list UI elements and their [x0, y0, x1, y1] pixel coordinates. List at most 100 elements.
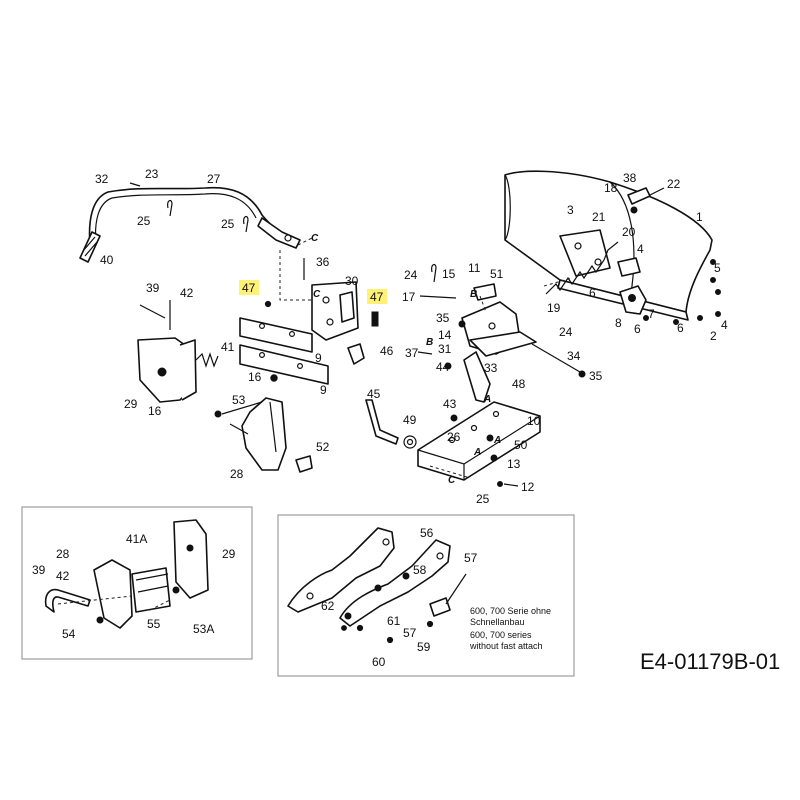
callout-60: 60 — [372, 655, 386, 669]
callout-4: 4 — [721, 318, 728, 332]
callout-47: 47 — [242, 281, 256, 295]
inset-note-line-3: 600, 700 series — [470, 630, 532, 640]
callout-28: 28 — [230, 467, 244, 481]
callout-9: 9 — [320, 383, 327, 397]
callout-43: 43 — [443, 397, 457, 411]
callout-39: 39 — [32, 563, 46, 577]
callout-2: 2 — [710, 329, 717, 343]
callout-39: 39 — [146, 281, 160, 295]
callout-56: 56 — [420, 526, 434, 540]
callout-23: 23 — [145, 167, 159, 181]
callout-41A: 41A — [126, 532, 147, 546]
callout-25: 25 — [221, 217, 235, 231]
inset-left-parts — [44, 519, 209, 629]
callout-36: 36 — [316, 255, 330, 269]
callout-35: 35 — [589, 369, 603, 383]
plow-blade-assembly — [504, 170, 721, 378]
callout-58: 58 — [413, 563, 427, 577]
callout-29: 29 — [222, 547, 236, 561]
inset-right-parts — [287, 527, 467, 644]
callout-57: 57 — [464, 551, 478, 565]
callout-21: 21 — [592, 210, 606, 224]
callout-47: 47 — [370, 290, 384, 304]
callout-9: 9 — [315, 351, 322, 365]
letter-a: A — [493, 435, 501, 446]
callout-53: 53 — [232, 393, 246, 407]
assembly-letters: C C B B A A A C — [311, 233, 501, 486]
callout-33: 33 — [484, 361, 498, 375]
callout-14: 14 — [438, 328, 452, 342]
callout-5: 5 — [714, 261, 721, 275]
callout-49: 49 — [403, 413, 417, 427]
callout-31: 31 — [438, 342, 452, 356]
callout-20: 20 — [622, 225, 636, 239]
callout-40: 40 — [100, 253, 114, 267]
callout-55: 55 — [147, 617, 161, 631]
callout-15: 15 — [442, 267, 456, 281]
callout-37: 37 — [405, 346, 419, 360]
mounting-bracket-left — [137, 258, 379, 473]
letter-b: B — [470, 289, 477, 300]
letter-a: A — [473, 447, 481, 458]
callout-19: 19 — [547, 301, 561, 315]
callout-29: 29 — [124, 397, 138, 411]
callout-1: 1 — [696, 210, 703, 224]
callout-6: 6 — [634, 322, 641, 336]
callout-7: 7 — [648, 307, 655, 321]
inset-note-line-2: Schnellanbau — [470, 617, 525, 627]
callout-12: 12 — [521, 480, 535, 494]
callout-27: 27 — [207, 172, 221, 186]
callout-24: 24 — [559, 325, 573, 339]
highlight-47-left — [239, 280, 259, 295]
callout-57: 57 — [403, 626, 417, 640]
inset-note-line-1: 600, 700 Serie ohne — [470, 606, 551, 616]
highlight-47-right — [367, 289, 387, 304]
callout-22: 22 — [667, 177, 681, 191]
callout-16: 16 — [148, 404, 162, 418]
callout-61: 61 — [387, 614, 401, 628]
callout-28: 28 — [56, 547, 70, 561]
callout-50: 50 — [514, 438, 528, 452]
letter-a: A — [483, 394, 491, 405]
callout-46: 46 — [380, 344, 394, 358]
callout-54: 54 — [62, 627, 76, 641]
callout-52: 52 — [316, 440, 330, 454]
callout-25: 25 — [137, 214, 151, 228]
callout-34: 34 — [567, 349, 581, 363]
callout-41: 41 — [221, 340, 235, 354]
inset-note: 600, 700 Serie ohne Schnellanbau 600, 70… — [469, 606, 551, 651]
callout-labels: 32 23 27 25 25 40 36 30 47 47 39 42 41 9… — [32, 167, 728, 669]
callout-6: 6 — [589, 286, 596, 300]
letter-c: C — [313, 289, 321, 300]
callout-10: 10 — [527, 414, 541, 428]
callout-8: 8 — [615, 316, 622, 330]
letter-c: C — [448, 475, 456, 486]
inset-note-line-4: without fast attach — [469, 641, 543, 651]
callout-4: 4 — [637, 242, 644, 256]
callout-18: 18 — [604, 181, 618, 195]
callout-3: 3 — [567, 203, 574, 217]
callout-13: 13 — [507, 457, 521, 471]
callout-53A: 53A — [193, 622, 214, 636]
callout-38: 38 — [623, 171, 637, 185]
drawing-reference-code: E4-01179B-01 — [640, 649, 780, 674]
callout-25: 25 — [476, 492, 490, 506]
callout-48: 48 — [512, 377, 526, 391]
callout-24: 24 — [404, 268, 418, 282]
callout-16: 16 — [248, 370, 262, 384]
callout-51: 51 — [490, 267, 504, 281]
letter-b: B — [426, 337, 433, 348]
callout-26: 26 — [447, 430, 461, 444]
inset-no-fast-attach-box — [277, 514, 575, 677]
callout-59: 59 — [417, 640, 431, 654]
letter-c: C — [311, 233, 319, 244]
callout-30: 30 — [345, 274, 359, 288]
callout-45: 45 — [367, 387, 381, 401]
callout-44: 44 — [436, 360, 450, 374]
pivot-frame-assembly — [365, 263, 541, 487]
callout-6: 6 — [677, 321, 684, 335]
callout-62: 62 — [321, 599, 335, 613]
callout-32: 32 — [95, 172, 109, 186]
lift-handle-assembly — [79, 182, 318, 301]
